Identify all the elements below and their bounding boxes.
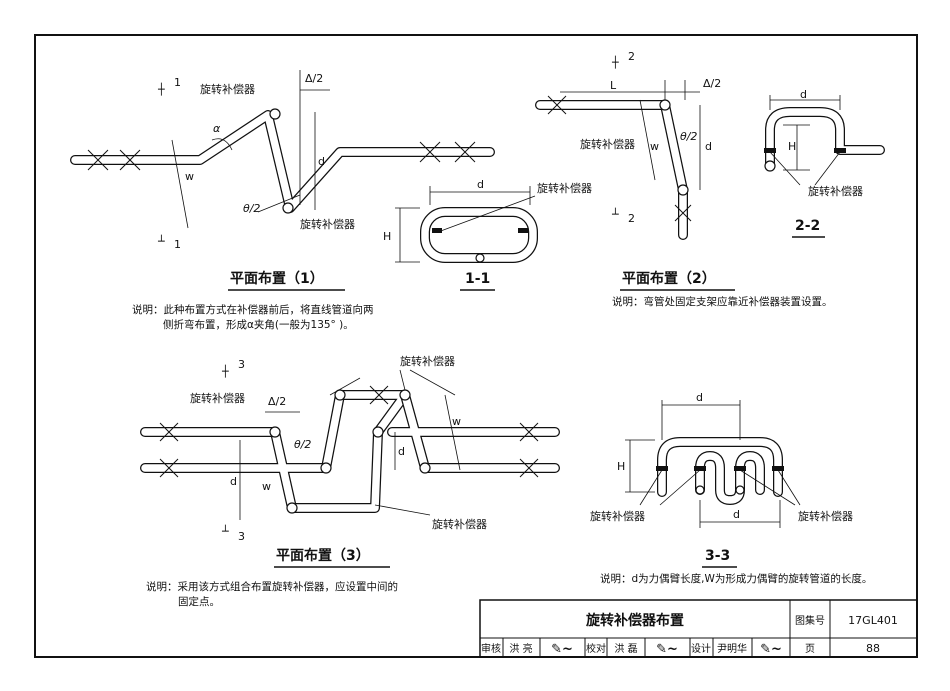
section11-title: 1-1	[465, 271, 490, 287]
designer-name: 尹明华	[717, 642, 747, 655]
section-2-2: d H 旋转补偿器 2-2	[764, 88, 885, 238]
review-label: 审核	[481, 642, 501, 655]
page-number: 88	[866, 642, 880, 655]
section-number: 2	[628, 212, 635, 225]
section-number: 1	[174, 238, 181, 251]
compensator-icon	[269, 108, 281, 120]
section-number: 1	[174, 76, 181, 89]
compensator-label: 旋转补偿器	[798, 509, 853, 523]
check-label: 校对	[586, 642, 606, 655]
note-2: 说明：弯管处固定支架应靠近补偿器装置设置。	[612, 295, 833, 308]
title-block: 旋转补偿器布置 图集号 17GL401 审核 洪 亮 ✎~ 校对 洪 磊 ✎~ …	[479, 599, 918, 658]
compensator-label: 旋转补偿器	[400, 354, 455, 368]
compensator-icon	[282, 202, 294, 214]
section-mark-2-top: ┼	[611, 55, 619, 69]
atlas-number: 17GL401	[848, 614, 898, 627]
note-3-cont: 固定点。	[178, 595, 220, 608]
dim-h: H	[617, 460, 625, 473]
dim-w: w	[262, 480, 271, 493]
compensator-label: 旋转补偿器	[537, 181, 592, 195]
sheet-frame	[34, 34, 918, 658]
section-mark-3-top: ┼	[221, 364, 229, 378]
dim-d: d	[696, 391, 703, 404]
section-mark-1-top: ┼	[157, 82, 165, 96]
plan-layout-1: 旋转补偿器 Δ/2 α w d θ/2 旋转补偿器 ┼ 1 ┴ 1 平面布置（1…	[70, 70, 495, 291]
section-number: 3	[238, 358, 245, 371]
dim-d: d	[230, 475, 237, 488]
plan-layout-3: Δ/2 θ/2 d w d w 旋转补偿器 旋转补偿器 旋转补偿器 ┼ 3 ┴ …	[140, 354, 560, 568]
dim-w: w	[452, 415, 461, 428]
dim-l: L	[610, 79, 617, 92]
drawing-title: 旋转补偿器布置	[585, 612, 684, 629]
section33-title: 3-3	[705, 548, 730, 564]
design-label: 设计	[691, 642, 711, 655]
dim-d: d	[318, 155, 325, 168]
atlas-label: 图集号	[795, 614, 825, 627]
compensator-label: 旋转补偿器	[808, 184, 863, 198]
angle-theta-half: θ/2	[680, 130, 697, 143]
dim-delta-half: Δ/2	[268, 395, 286, 408]
note-4: 说明：d为力偶臂长度,W为形成力偶臂的旋转管道的长度。	[600, 572, 872, 585]
designer-signature: ✎~	[760, 642, 782, 657]
note-1-cont: 侧折弯布置，形成α夹角(一般为135° )。	[163, 318, 354, 331]
section22-title: 2-2	[795, 218, 820, 234]
reviewer-name: 洪 亮	[509, 642, 532, 655]
dim-d: d	[705, 140, 712, 153]
section-number: 3	[238, 530, 245, 543]
dim-d: d	[800, 88, 807, 101]
plan1-title: 平面布置（1）	[230, 270, 324, 287]
angle-alpha: α	[213, 122, 221, 135]
compensator-label: 旋转补偿器	[580, 137, 635, 151]
dim-h: H	[788, 140, 796, 153]
section-number: 2	[628, 50, 635, 63]
plan2-title: 平面布置（2）	[622, 270, 716, 287]
dim-w: w	[650, 140, 659, 153]
section-3-3: d H d 旋转补偿器 旋转补偿器 3-3	[590, 391, 853, 568]
compensator-label: 旋转补偿器	[300, 217, 355, 231]
section-mark-2-bottom: ┴	[611, 207, 619, 221]
dim-d: d	[477, 178, 484, 191]
note-1: 说明：此种布置方式在补偿器前后，将直线管道向两	[132, 303, 374, 316]
dim-w: w	[185, 170, 194, 183]
dim-delta-half: Δ/2	[305, 72, 323, 85]
compensator-label: 旋转补偿器	[432, 517, 487, 531]
plan-layout-2: L Δ/2 d w θ/2 旋转补偿器 ┼ 2 ┴ 2 平面布置（2）	[535, 50, 735, 291]
dim-delta-half: Δ/2	[703, 77, 721, 90]
checker-signature: ✎~	[656, 642, 678, 657]
section-mark-1-bottom: ┴	[157, 234, 165, 248]
compensator-label: 旋转补偿器	[590, 509, 645, 523]
angle-theta-half: θ/2	[294, 438, 311, 451]
section-mark-3-bottom: ┴	[221, 524, 229, 538]
plan3-title: 平面布置（3）	[276, 547, 370, 564]
dim-d: d	[398, 445, 405, 458]
compensator-label: 旋转补偿器	[200, 82, 255, 96]
section-1-1: d H 旋转补偿器 1-1	[383, 178, 592, 291]
angle-theta-half: θ/2	[243, 202, 260, 215]
compensator-label: 旋转补偿器	[190, 391, 245, 405]
checker-name: 洪 磊	[614, 643, 637, 655]
dim-d: d	[733, 508, 740, 521]
dim-h: H	[383, 230, 391, 243]
page-label: 页	[805, 643, 815, 655]
reviewer-signature: ✎~	[551, 642, 573, 657]
note-3: 说明：采用该方式组合布置旋转补偿器，应设置中间的	[146, 580, 398, 593]
